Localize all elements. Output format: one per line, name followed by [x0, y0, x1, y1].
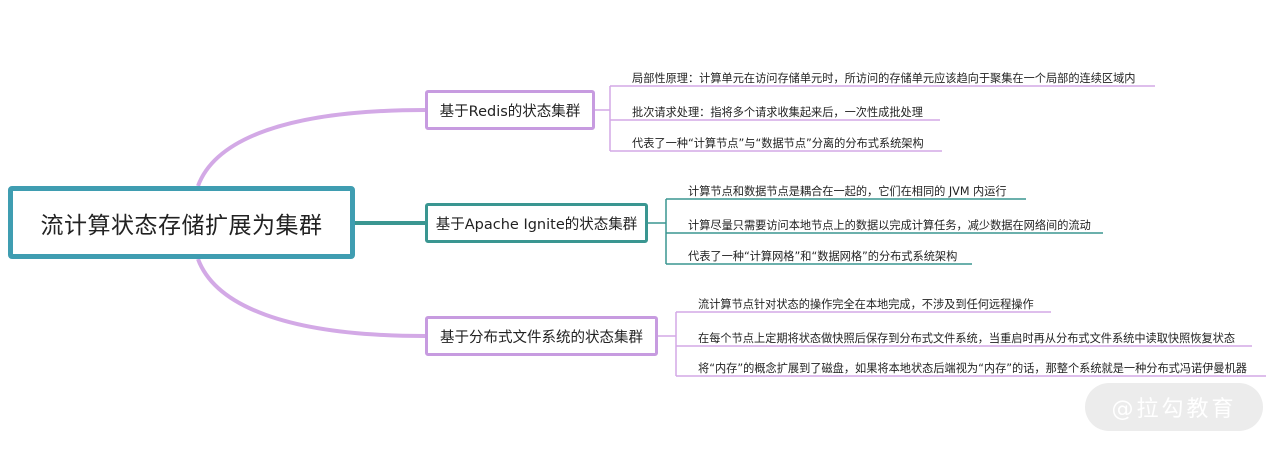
leaf-text[interactable]: 计算尽量只需要访问本地节点上的数据以完成计算任务，减少数据在网络间的流动 — [688, 219, 1091, 232]
leaf-text[interactable]: 将“内存”的概念扩展到了磁盘，如果将本地状态后端视为“内存”的话，那整个系统就是… — [698, 362, 1247, 375]
branch-node-redis[interactable]: 基于Redis的状态集群 — [425, 90, 595, 130]
leaf-text[interactable]: 代表了一种“计算节点”与“数据节点”分离的分布式系统架构 — [632, 137, 924, 150]
leaf-text[interactable]: 流计算节点针对状态的操作完全在本地完成，不涉及到任何远程操作 — [698, 298, 1034, 311]
leaf-text[interactable]: 局部性原理：计算单元在访问存储单元时，所访问的存储单元应该趋向于聚集在一个局部的… — [632, 72, 1136, 85]
connector-root-branch-3 — [196, 258, 426, 338]
branch-node-label: 基于Redis的状态集群 — [439, 103, 581, 120]
leaf-text[interactable]: 代表了一种“计算网格”和“数据网格”的分布式系统架构 — [688, 250, 958, 263]
branch-node-label: 基于Apache Ignite的状态集群 — [435, 216, 638, 233]
root-node[interactable]: 流计算状态存储扩展为集群 — [8, 186, 355, 259]
leaf-text[interactable]: 计算节点和数据节点是耦合在一起的，它们在相同的 JVM 内运行 — [688, 185, 1007, 198]
branch-node-label: 基于分布式文件系统的状态集群 — [440, 329, 643, 346]
branch-node-apache-ignite[interactable]: 基于Apache Ignite的状态集群 — [425, 203, 648, 243]
watermark-text: @拉勾教育 — [1111, 397, 1237, 422]
leaf-text[interactable]: 在每个节点上定期将状态做快照后保存到分布式文件系统，当重启时再从分布式文件系统中… — [698, 332, 1236, 345]
watermark: @拉勾教育 — [1085, 383, 1263, 431]
branch-node-distributed-fs[interactable]: 基于分布式文件系统的状态集群 — [425, 316, 658, 356]
connector-branch-1-bracket — [595, 86, 611, 151]
root-node-label: 流计算状态存储扩展为集群 — [40, 212, 323, 239]
connector-branch-3-bracket — [658, 312, 677, 376]
connector-branch-2-bracket — [648, 199, 667, 264]
connector-root-branch-1 — [196, 108, 426, 187]
leaf-text[interactable]: 批次请求处理：指将多个请求收集起来后，一次性成批处理 — [632, 106, 923, 119]
